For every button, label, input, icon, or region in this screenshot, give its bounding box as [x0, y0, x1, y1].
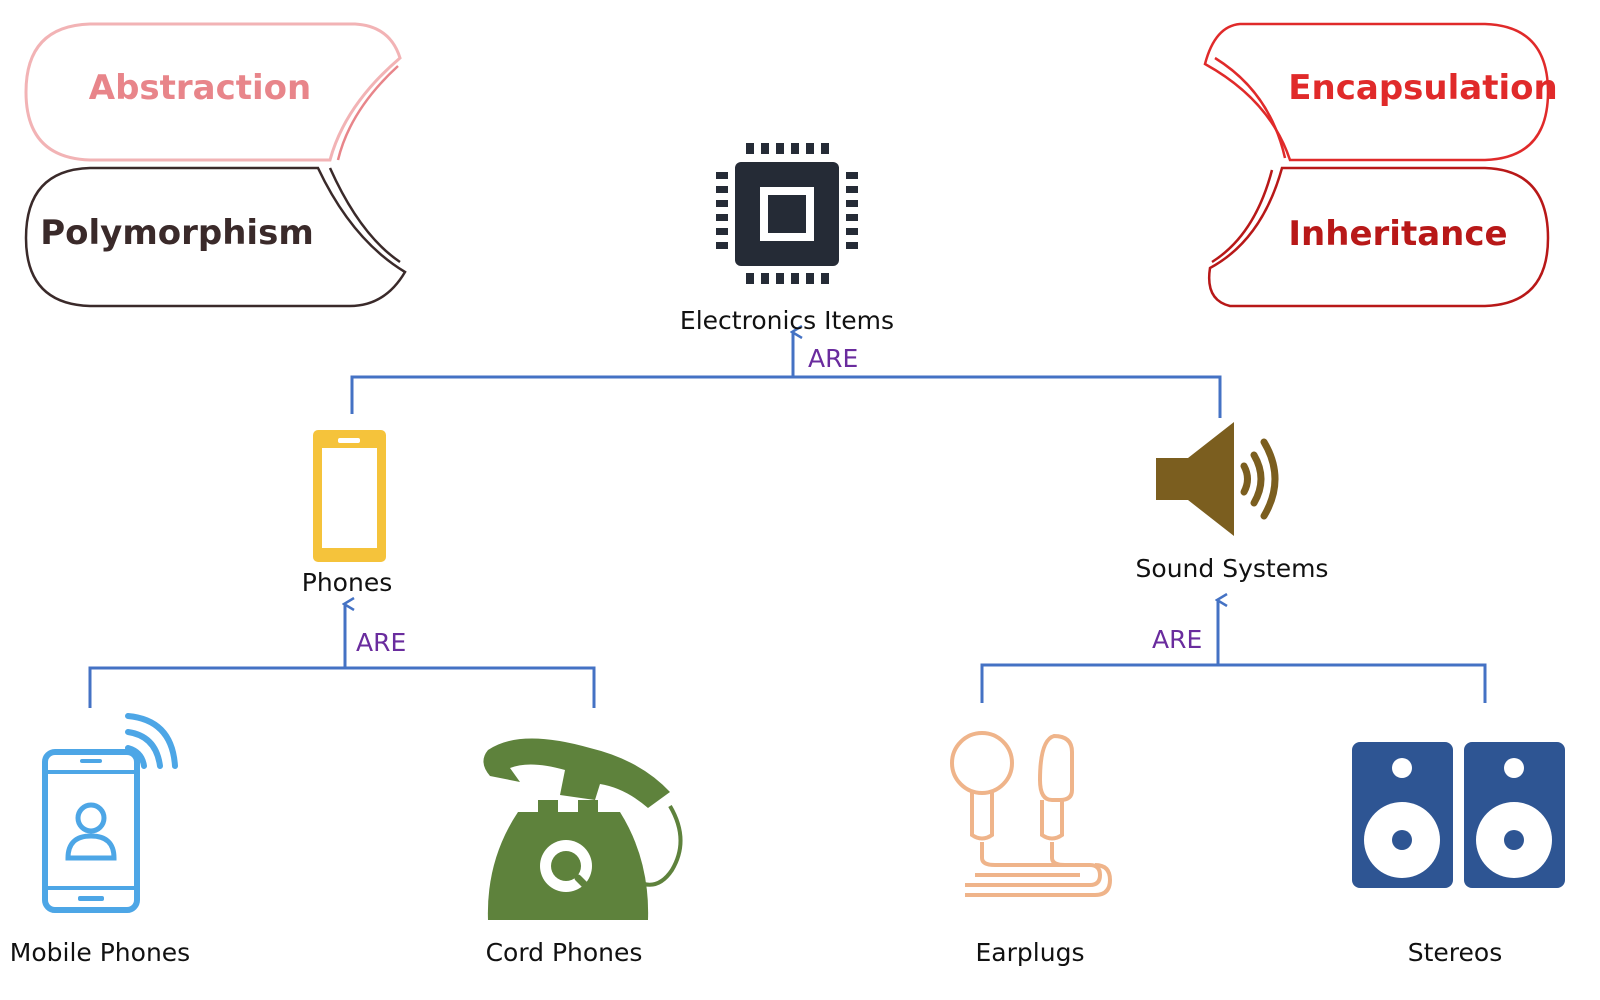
- pill-inheritance-label: Inheritance: [1288, 214, 1507, 254]
- node-earplugs-label: Earplugs: [976, 938, 1085, 967]
- connector-phones-bar: [88, 666, 596, 708]
- smartphone-icon: [313, 430, 386, 562]
- node-stereos-label: Stereos: [1408, 938, 1502, 967]
- pill-inheritance: Inheritance: [1207, 166, 1550, 308]
- speaker-icon: [1156, 422, 1279, 536]
- mobile-wireless-icon: [42, 713, 178, 913]
- connector-sound-bar: [980, 663, 1487, 703]
- pill-encapsulation-label: Encapsulation: [1288, 68, 1557, 108]
- connectors: [88, 332, 1487, 708]
- microchip-icon: [716, 143, 858, 284]
- stereo-speakers-icon: [1352, 742, 1565, 888]
- rotary-telephone-icon: [483, 738, 683, 920]
- node-sound-label: Sound Systems: [1136, 554, 1329, 583]
- connector-level1-bar: [350, 375, 1222, 418]
- relation-root-label: ARE: [808, 344, 858, 373]
- earphones-icon: [950, 731, 1113, 897]
- node-phones-label: Phones: [302, 568, 392, 597]
- node-root-label: Electronics Items: [680, 306, 894, 335]
- node-cord-label: Cord Phones: [486, 938, 643, 967]
- pill-polymorphism: Polymorphism: [24, 166, 407, 308]
- node-mobile-label: Mobile Phones: [10, 938, 190, 967]
- relation-sound-label: ARE: [1152, 625, 1202, 654]
- pill-polymorphism-label: Polymorphism: [40, 213, 314, 253]
- relation-phones-label: ARE: [356, 628, 406, 657]
- pill-encapsulation: Encapsulation: [1203, 22, 1558, 162]
- pill-abstraction-label: Abstraction: [89, 68, 311, 108]
- pill-abstraction: Abstraction: [24, 22, 402, 162]
